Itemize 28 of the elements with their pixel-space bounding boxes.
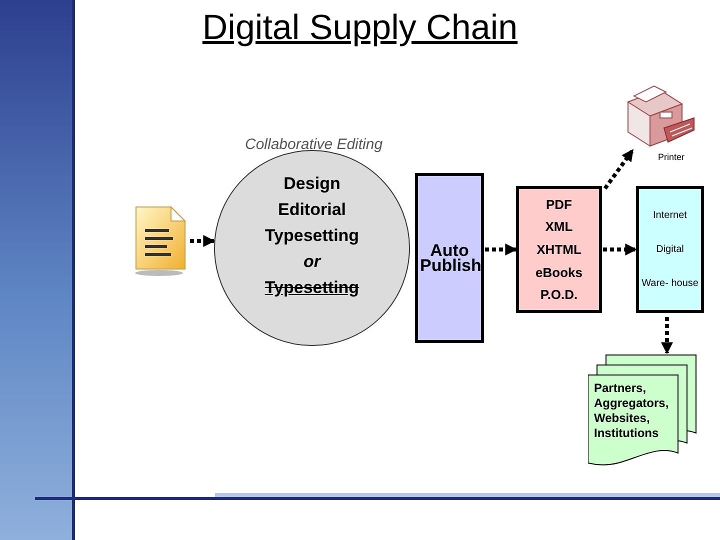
node-text: Partners, Aggregators, Websites, Institutions — [594, 381, 670, 441]
title: Digital Supply Chain — [202, 8, 518, 47]
node-text: Typesetting — [264, 225, 360, 247]
dotted-arrow — [485, 244, 518, 256]
node-text: Design — [284, 173, 340, 195]
node-text: PDF — [545, 196, 573, 212]
node-text: eBooks — [534, 264, 584, 280]
node-text: Typesetting — [264, 277, 360, 299]
node-text: or — [304, 251, 320, 273]
node-text: XML — [544, 219, 574, 234]
node-text: Ware- house — [641, 277, 699, 291]
node-text: Internet — [652, 209, 688, 223]
process-box — [415, 173, 484, 343]
node-text: XHTML — [536, 242, 582, 257]
node-caption: Collaborative Editing — [245, 136, 383, 153]
process-box — [636, 186, 704, 313]
document-icon — [133, 205, 189, 277]
node-text: P.O.D. — [539, 287, 579, 302]
dotted-arrow — [661, 317, 673, 354]
node-text: Auto Publish — [420, 243, 479, 273]
node-text: Digital — [655, 243, 685, 257]
dotted-arrow — [190, 235, 216, 247]
dotted-arrow — [603, 148, 634, 190]
dotted-arrow — [603, 244, 638, 256]
node-text: Editorial — [278, 199, 346, 221]
document-stack — [588, 353, 698, 468]
process-box — [516, 186, 602, 313]
node-caption: Printer — [658, 152, 685, 162]
